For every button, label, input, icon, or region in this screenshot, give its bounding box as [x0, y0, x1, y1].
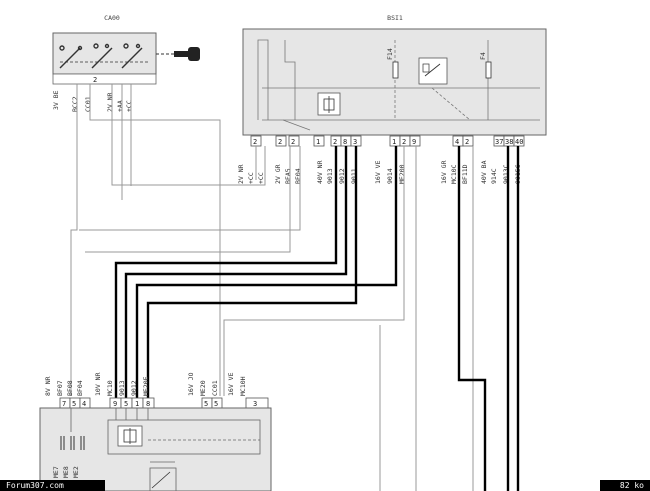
- fuse-f14-icon: F14: [386, 48, 399, 79]
- bsi1-pin-row: [250, 135, 525, 147]
- capacitor-icons: [60, 436, 85, 450]
- lower-left-wire: BF08: [66, 380, 74, 396]
- bsi1-pin: 2: [253, 138, 257, 146]
- bsi1-wire-label: BF11D: [461, 164, 469, 184]
- lower-left-pin: 4: [82, 400, 86, 408]
- lower-left-pin: 7: [62, 400, 66, 408]
- relay-switch-icon: [418, 57, 448, 85]
- ca00-wire-bcc2: BCC2: [71, 96, 79, 112]
- lower-mid-header: 10V NR: [94, 372, 102, 396]
- bsi1-wire-label: BFA5: [284, 168, 292, 184]
- key-icon: [156, 47, 200, 61]
- ca00-label: CA00: [104, 14, 120, 22]
- bsi1-pin: 3: [353, 138, 357, 146]
- lower-left-wire: BF04: [76, 380, 84, 396]
- bsi1-pin: 37: [495, 138, 503, 146]
- lower-mid-wire: 9012: [130, 380, 138, 396]
- footer-file-size: 82 ko: [600, 480, 650, 491]
- lower-mid-pin: 5: [124, 400, 128, 408]
- ca00-wire-cc01: CC01: [84, 96, 92, 112]
- bsi1-pin: 8: [343, 138, 347, 146]
- ca00-switch-box: [52, 32, 157, 75]
- bsi1-wire-label: ME200: [398, 164, 406, 184]
- bsi1-box: [242, 28, 547, 136]
- bsi1-label: BSI1: [387, 14, 403, 22]
- lower-module-internals: [70, 408, 261, 491]
- lower-right-wire: ME20: [199, 380, 207, 396]
- bsi1-pin: 1: [392, 138, 396, 146]
- lower-right-pin: 5: [204, 400, 208, 408]
- bsi1-wire-label: 9011: [350, 168, 358, 184]
- bsi1-wire-header: 2V GR: [274, 164, 282, 184]
- bsi1-pin: 2: [278, 138, 282, 146]
- bsi1-wire-label: 9014: [386, 168, 394, 184]
- bsi1-wire-header: 2V NR: [237, 164, 245, 184]
- bsi1-wire-label: +CC: [257, 172, 265, 184]
- bsi1-wire-header: 40V NR: [316, 160, 324, 184]
- lower-right-pin-strip: [201, 397, 269, 409]
- relay-icon: [317, 92, 341, 116]
- bsi1-wire-header: 40V BA: [480, 160, 488, 184]
- bsi1-pin: 4: [455, 138, 459, 146]
- bsi1-pin: 2: [402, 138, 406, 146]
- ca00-wire-2vnr: 2V NR: [106, 92, 114, 112]
- ca00-wire-color: 3V BE: [52, 90, 60, 110]
- fuse-f14-label: F14: [386, 48, 394, 60]
- lower-mid-wire: ME20E: [142, 376, 150, 396]
- footer-site-credit: Forum307.com: [0, 480, 105, 491]
- bsi1-pin: 2: [333, 138, 337, 146]
- lower-right-header: 16V JO: [187, 372, 195, 396]
- ca00-wire-aa: +AA: [116, 100, 124, 112]
- bsi1-pin: 2: [465, 138, 469, 146]
- bsi1-wire-header: 16V VE: [374, 160, 382, 184]
- fuse-f4-label: F4: [479, 52, 487, 60]
- lower-left-wire: BF07: [56, 380, 64, 396]
- lower-right-pin: 5: [214, 400, 218, 408]
- bsi1-wire-header: 16V GR: [440, 160, 448, 184]
- lower-relay-icon: [117, 425, 143, 447]
- bsi1-wire-label: 9013C: [502, 164, 510, 184]
- bsi1-wire-label: BF04: [294, 168, 302, 184]
- lower-right-header: 16V VE: [227, 372, 235, 396]
- bsi1-wire-label: MC10C: [450, 164, 458, 184]
- thick-wires: [114, 146, 520, 491]
- ca00-wire-cc: +CC: [125, 100, 133, 112]
- ignition-switch-contacts-icon: [59, 43, 148, 69]
- lower-inner-label: ME7: [52, 466, 60, 478]
- lower-right-pin: 3: [253, 400, 257, 408]
- ca00-pin-2: 2: [93, 76, 97, 84]
- lower-left-pin: 5: [72, 400, 76, 408]
- fuse-f4-icon: F4: [479, 52, 492, 79]
- bsi1-wire-label: 914C: [490, 168, 498, 184]
- lower-mid-pin: 8: [146, 400, 150, 408]
- bsi1-pin: 38: [505, 138, 513, 146]
- lower-module-box: [39, 407, 272, 491]
- bsi1-pin: 9: [412, 138, 416, 146]
- lower-mid-pin: 9: [113, 400, 117, 408]
- bsi1-pin: 40: [515, 138, 523, 146]
- lower-left-header: 8V NR: [44, 376, 52, 396]
- lower-inner-label: ME8: [62, 466, 70, 478]
- lower-mid-wire: 9013: [118, 380, 126, 396]
- lower-mid-wire: MC10: [106, 380, 114, 396]
- lower-mid-pin: 1: [135, 400, 139, 408]
- bsi1-wire-label: +CC: [247, 172, 255, 184]
- bsi1-internal-circuits: [257, 39, 540, 131]
- bsi1-wire-label: 9013: [326, 168, 334, 184]
- ca00-pin-strip: [52, 73, 157, 85]
- bsi1-pin: 2: [291, 138, 295, 146]
- lower-right-wire: MC10H: [239, 376, 247, 396]
- thin-wires: [70, 84, 474, 491]
- bsi1-wire-label: 9012: [338, 168, 346, 184]
- bsi1-pin: 1: [316, 138, 320, 146]
- lower-right-wire: CC01: [211, 380, 219, 396]
- lower-inner-label: ME2: [72, 466, 80, 478]
- lower-mid-pin-strip: [109, 397, 155, 409]
